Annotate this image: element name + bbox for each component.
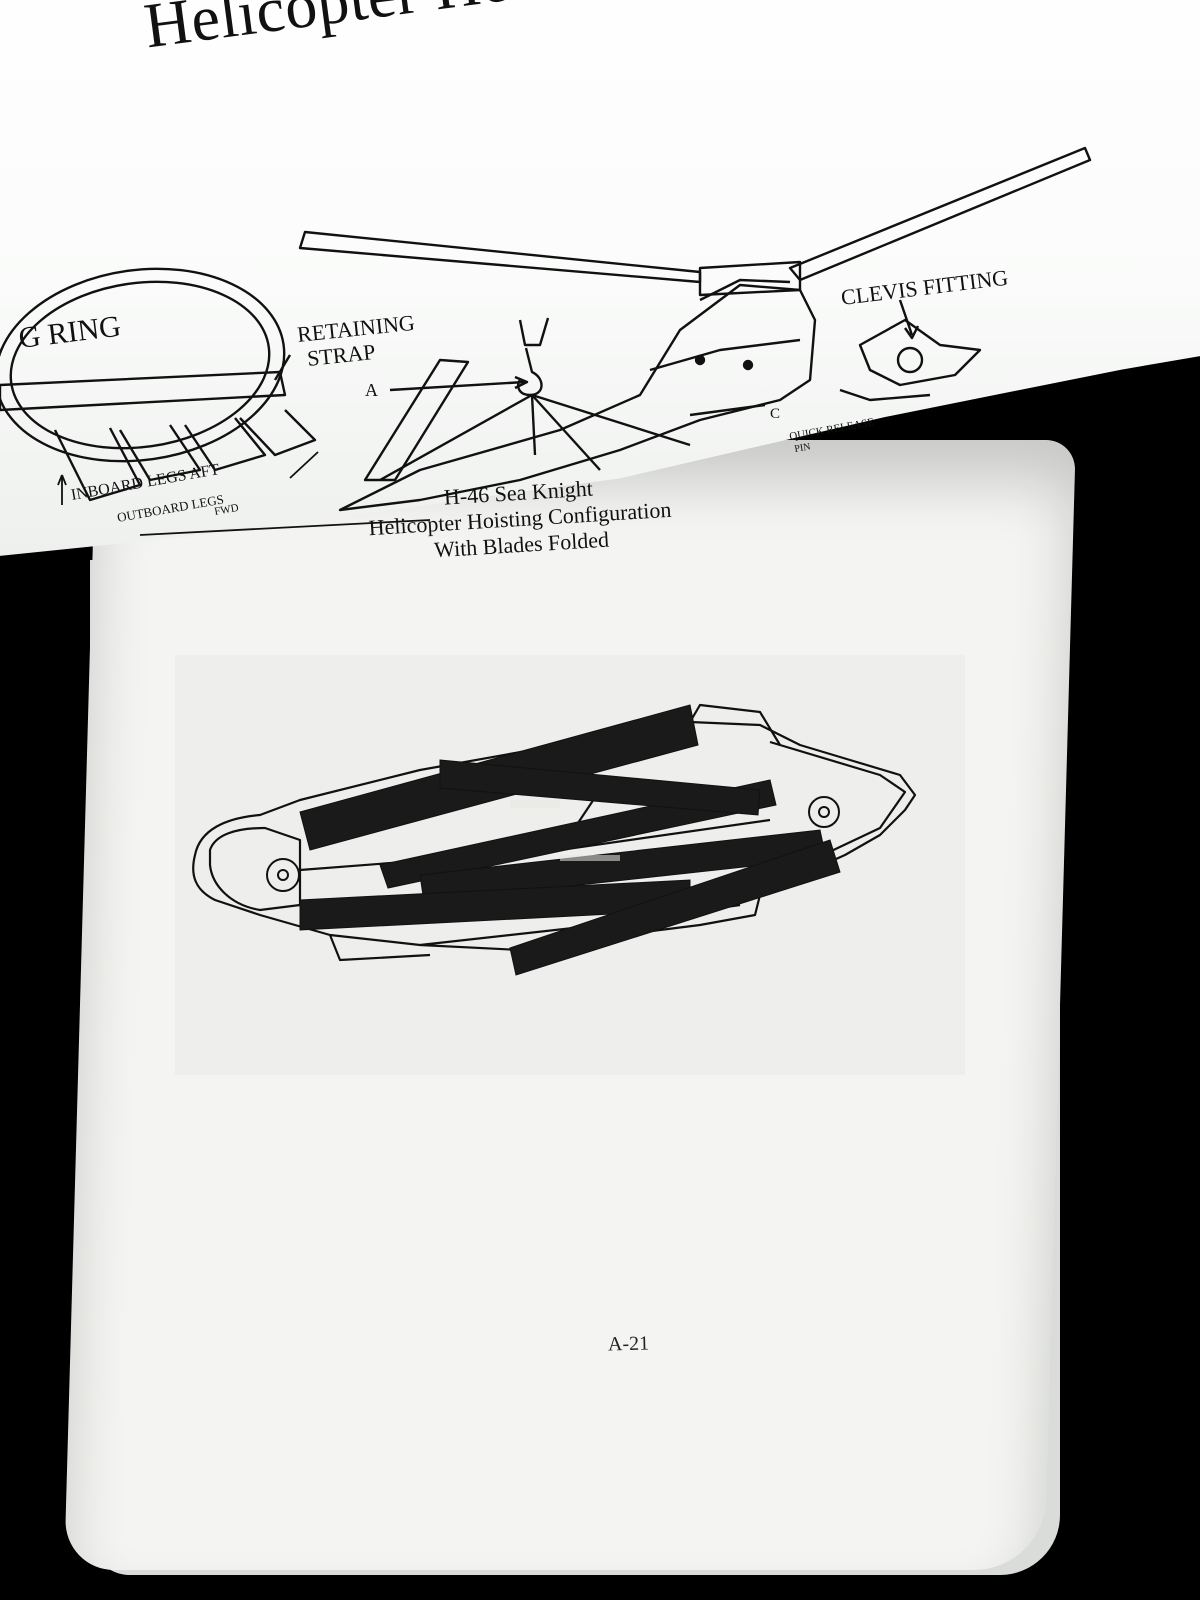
label-c: C <box>770 406 780 422</box>
folded-blade-side <box>363 358 470 482</box>
aft-stub <box>328 934 431 962</box>
fuselage-outline <box>192 720 917 952</box>
sling-leg <box>239 409 317 457</box>
retaining-strap-pointer <box>273 354 292 381</box>
fwd-label: FWD <box>213 502 239 518</box>
folded-blade <box>439 759 761 816</box>
folded-blade <box>509 839 841 976</box>
lifting-ring <box>0 267 286 463</box>
arrow-c <box>689 403 766 417</box>
sling-line <box>531 394 601 471</box>
aft-rotor-hub <box>266 858 300 892</box>
clevis-fitting-label: CLEVIS FITTING <box>840 265 1010 310</box>
sling-leg <box>184 417 267 472</box>
sling-line <box>531 393 691 447</box>
fwd-rotor-hub <box>808 796 840 828</box>
sling-line <box>379 393 533 482</box>
fwd-pylon <box>689 703 781 746</box>
pin-label: PIN <box>794 441 812 455</box>
rotor-head <box>698 260 802 297</box>
sling-leg <box>118 424 202 482</box>
clevis-fitting <box>858 318 982 387</box>
sling-leg <box>53 427 142 502</box>
arrow-a <box>389 380 526 392</box>
rotor-blade-left <box>298 230 702 284</box>
helicopter-fuselage-side <box>338 283 817 512</box>
clevis-pointer <box>898 299 914 336</box>
ring-label: G RING <box>17 310 123 355</box>
outboard-legs-label: OUTBOARD LEGS <box>116 491 225 525</box>
retaining-strap-plate <box>0 370 287 412</box>
rotor-blade-right <box>788 146 1092 282</box>
label-a: A <box>365 380 378 400</box>
nose-section <box>769 740 907 881</box>
quick-release-label: QUICK RELEASE <box>788 416 875 443</box>
